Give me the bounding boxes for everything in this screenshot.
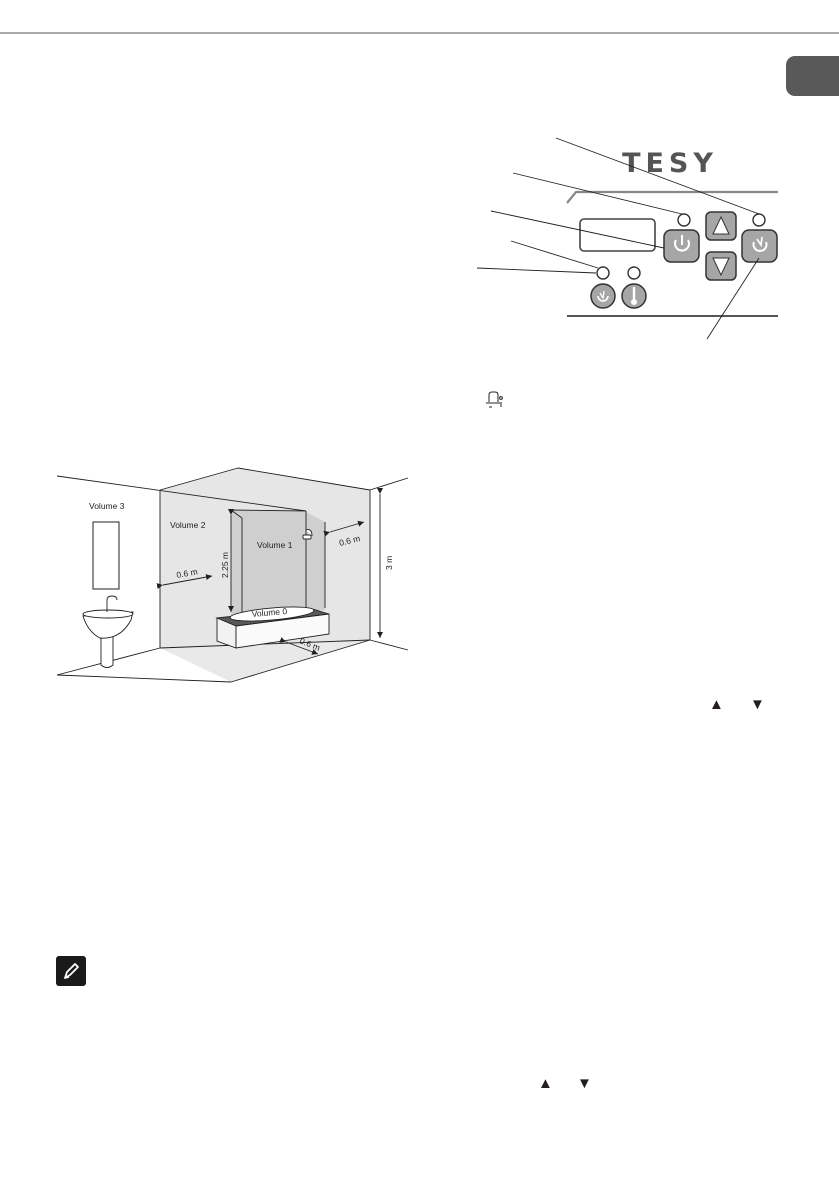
inline-up-arrow-2: ▲ (538, 1075, 553, 1092)
bathroom-zones-diagram: Volume 3 Volume 2 Volume 1 Volume 0 0.6 … (56, 467, 409, 683)
panel-top-edge (566, 190, 778, 204)
eco-mode-icon (752, 236, 768, 252)
down-triangle-icon (712, 257, 730, 277)
control-panel-diagram: TESY (476, 137, 778, 340)
bathtub (215, 606, 330, 649)
volume-3-label: Volume 3 (89, 501, 125, 511)
thermometer-icon (631, 286, 637, 305)
leader-lines (476, 137, 760, 340)
volume-0-label: Volume 0 (251, 606, 287, 619)
volume-1-zone (231, 510, 325, 618)
pencil-note-icon (56, 956, 86, 986)
language-tab-icon (786, 56, 839, 96)
up-button[interactable] (705, 211, 737, 241)
brand-logo: TESY (622, 148, 718, 179)
dim-side-label: 0.6 m (176, 566, 199, 580)
faucet-icon (486, 391, 503, 408)
dim-height-inner-label: 2.25 m (220, 552, 230, 578)
eco-led-right (752, 213, 766, 227)
inline-up-arrow-1: ▲ (709, 696, 724, 713)
up-triangle-icon (712, 215, 730, 235)
power-icon (674, 235, 690, 252)
inline-down-arrow-1: ▼ (750, 696, 765, 713)
shower-head-icon (302, 529, 313, 540)
eco-led-left (596, 266, 610, 280)
eco-mode-icon-small (597, 290, 609, 302)
room-outline (56, 467, 409, 683)
volume-1-label: Volume 1 (257, 540, 293, 550)
mirror (92, 521, 120, 590)
eco-button-left[interactable] (590, 283, 616, 309)
eco-button-right[interactable] (741, 229, 778, 263)
thermometer-button[interactable] (621, 283, 647, 309)
display-window (579, 218, 656, 252)
power-led (677, 213, 691, 227)
volume-2-label: Volume 2 (170, 520, 206, 530)
power-button[interactable] (663, 229, 700, 263)
dimension-arrows (156, 488, 383, 655)
down-button[interactable] (705, 251, 737, 281)
dim-right-label: 0.6 m (338, 533, 361, 548)
pencil-icon (64, 963, 79, 979)
thermo-led (627, 266, 641, 280)
dim-height-room-label: 3 m (384, 556, 394, 570)
inline-down-arrow-2: ▼ (577, 1075, 592, 1092)
washbasin (82, 595, 134, 668)
